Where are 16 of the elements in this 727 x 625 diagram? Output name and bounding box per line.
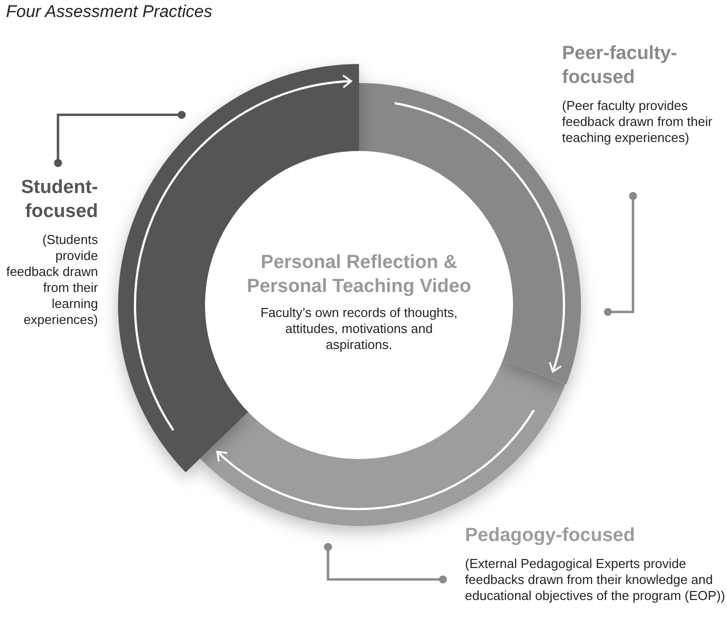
cycle-arrow xyxy=(134,75,352,431)
center-description: Faculty’s own records of thoughts, attitudes, motivations and aspirations. xyxy=(259,305,459,353)
leader-line xyxy=(324,543,447,584)
practice-heading: Student-focused xyxy=(20,176,98,224)
ring-segment xyxy=(200,359,566,526)
practice-description: (Students provide feedback drawn from their learning experiences) xyxy=(5,232,98,328)
practice-heading: Peer-faculty-focused xyxy=(562,42,678,90)
practice-description: (Peer faculty provides feedback drawn from their teaching experiences) xyxy=(562,98,714,146)
leader-line xyxy=(54,110,186,167)
leader-line xyxy=(604,192,637,316)
practice-description: (External Pedagogical Experts provide feedbacks drawn from their knowledge and educational objectives of the program (EOP)) xyxy=(465,556,726,604)
practice-heading: Pedagogy-focused xyxy=(465,524,636,548)
cycle-arrow xyxy=(216,409,535,510)
center-heading: Personal Reflection & Personal Teaching Video xyxy=(246,251,472,299)
cycle-arrow xyxy=(394,102,565,373)
diagram-title: Four Assessment Practices xyxy=(6,2,212,22)
